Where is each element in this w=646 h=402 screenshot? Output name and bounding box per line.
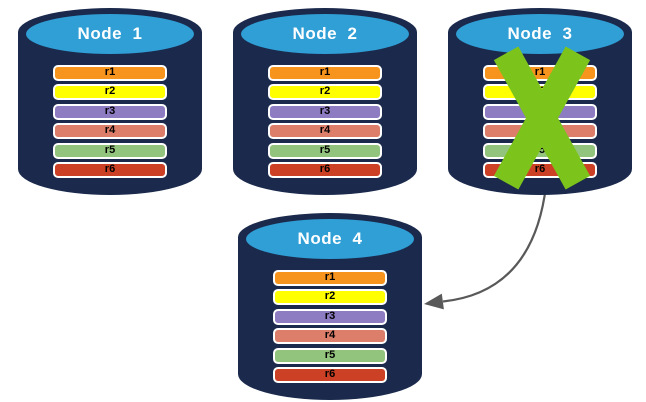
row-bar-r5: r5 <box>273 347 387 364</box>
row-bar-r1: r1 <box>273 270 387 286</box>
row-label: r6 <box>534 162 546 175</box>
row-bar-r6: r6 <box>53 161 167 178</box>
row-bar-r2: r2 <box>268 84 382 101</box>
row-label: r4 <box>324 329 336 342</box>
row-label: r5 <box>319 143 331 156</box>
node-label: Node 1 <box>77 24 143 43</box>
database-icon <box>244 217 416 261</box>
row-bar-r2: r2 <box>273 289 387 306</box>
row-bar-r6: r6 <box>268 161 382 178</box>
row-label: r3 <box>324 309 336 322</box>
row-bar-r1: r1 <box>268 65 382 81</box>
failure-x-icon <box>493 45 591 190</box>
row-list: r1 r2 r3 r4 r5 r6 <box>273 270 387 383</box>
node-2-cylinder: Node 2 r1 r2 r3 r4 r5 r6 <box>233 8 417 195</box>
row-bar-r1: r1 <box>53 65 167 81</box>
row-bar-r3: r3 <box>53 103 167 120</box>
row-bar-r3: r3 <box>268 103 382 120</box>
row-label: r1 <box>104 66 116 78</box>
row-label: r4 <box>319 124 331 137</box>
row-bar-r6: r6 <box>273 366 387 383</box>
database-icon <box>239 12 411 56</box>
row-label: r6 <box>324 367 336 380</box>
row-bar-r2: r2 <box>53 84 167 101</box>
row-label: r1 <box>534 66 546 78</box>
node-label: Node 3 <box>507 24 573 43</box>
database-icon <box>454 12 626 56</box>
row-label: r2 <box>104 85 116 98</box>
row-label: r5 <box>104 143 116 156</box>
row-label: r3 <box>319 104 331 117</box>
node-4-cylinder: Node 4 r1 r2 r3 r4 r5 r6 <box>238 213 422 400</box>
row-label: r1 <box>319 66 331 78</box>
row-label: r4 <box>104 124 116 137</box>
row-bar-r4: r4 <box>53 123 167 140</box>
failover-arrow-line <box>442 185 548 303</box>
row-label: r6 <box>104 162 116 175</box>
row-label: r6 <box>319 162 331 175</box>
failover-arrow <box>424 185 548 310</box>
row-bar-r4: r4 <box>268 123 382 140</box>
failover-arrowhead-icon <box>424 293 444 310</box>
row-bar-r5: r5 <box>53 142 167 159</box>
row-list: r1 r2 r3 r4 r5 r6 <box>268 65 382 178</box>
row-label: r5 <box>324 348 336 361</box>
row-bar-r5: r5 <box>268 142 382 159</box>
row-label: r1 <box>324 271 336 283</box>
row-label: r2 <box>324 290 336 303</box>
row-list: r1 r2 r3 r4 r5 r6 <box>53 65 167 178</box>
row-label: r3 <box>104 104 116 117</box>
row-bar-r4: r4 <box>273 328 387 345</box>
node-1-cylinder: Node 1 r1 r2 r3 r4 r5 r6 <box>18 8 202 195</box>
row-label: r2 <box>319 85 331 98</box>
node-label: Node 4 <box>297 229 363 248</box>
database-icon <box>24 12 196 56</box>
row-bar-r3: r3 <box>273 308 387 325</box>
node-label: Node 2 <box>292 24 358 43</box>
